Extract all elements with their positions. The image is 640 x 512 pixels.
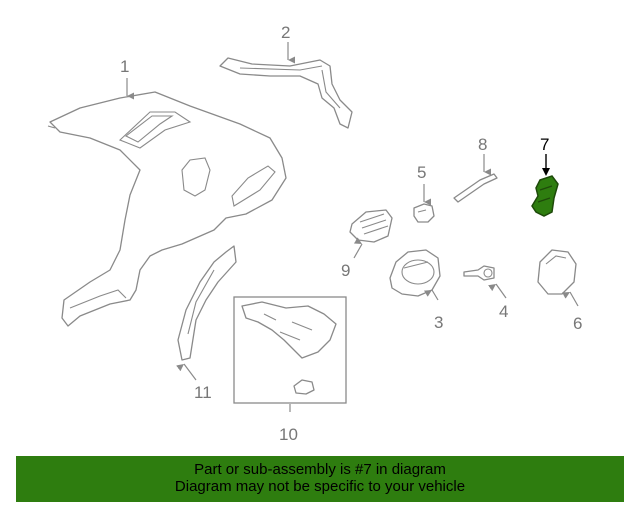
callout-5: 5 bbox=[417, 163, 426, 182]
info-banner: Part or sub-assembly is #7 in diagram Di… bbox=[16, 456, 624, 502]
callout-10: 10 bbox=[279, 425, 298, 444]
banner-line-1: Part or sub-assembly is #7 in diagram bbox=[194, 461, 446, 478]
part-6-fuel-door[interactable] bbox=[537, 249, 577, 295]
kit-box bbox=[233, 296, 347, 404]
callout-8: 8 bbox=[478, 135, 487, 154]
callout-2: 2 bbox=[281, 23, 290, 42]
callout-7: 7 bbox=[540, 135, 549, 154]
part-4-screw[interactable] bbox=[463, 265, 495, 281]
part-8-rod[interactable] bbox=[453, 173, 498, 203]
part-2-upper-reinforcement[interactable] bbox=[219, 57, 353, 129]
part-10-inner-panel-kit[interactable] bbox=[233, 296, 347, 404]
banner-line-2: Diagram may not be specific to your vehi… bbox=[174, 478, 466, 495]
callout-3: 3 bbox=[434, 313, 443, 332]
parts-diagram: 1 2 9 5 8 7 3 4 bbox=[47, 23, 582, 444]
callout-4: 4 bbox=[499, 302, 508, 321]
callout-1: 1 bbox=[120, 57, 129, 76]
callout-9: 9 bbox=[341, 261, 350, 280]
callout-6: 6 bbox=[573, 314, 582, 333]
part-9-vent[interactable] bbox=[349, 209, 393, 243]
part-7-highlighted[interactable] bbox=[531, 175, 559, 217]
part-3-fuel-housing[interactable] bbox=[389, 249, 441, 297]
part-5-bracket[interactable] bbox=[413, 203, 435, 223]
callout-11: 11 bbox=[194, 383, 212, 402]
part-1-quarter-panel[interactable] bbox=[47, 91, 287, 327]
part-11-pillar-trim[interactable] bbox=[177, 245, 237, 361]
